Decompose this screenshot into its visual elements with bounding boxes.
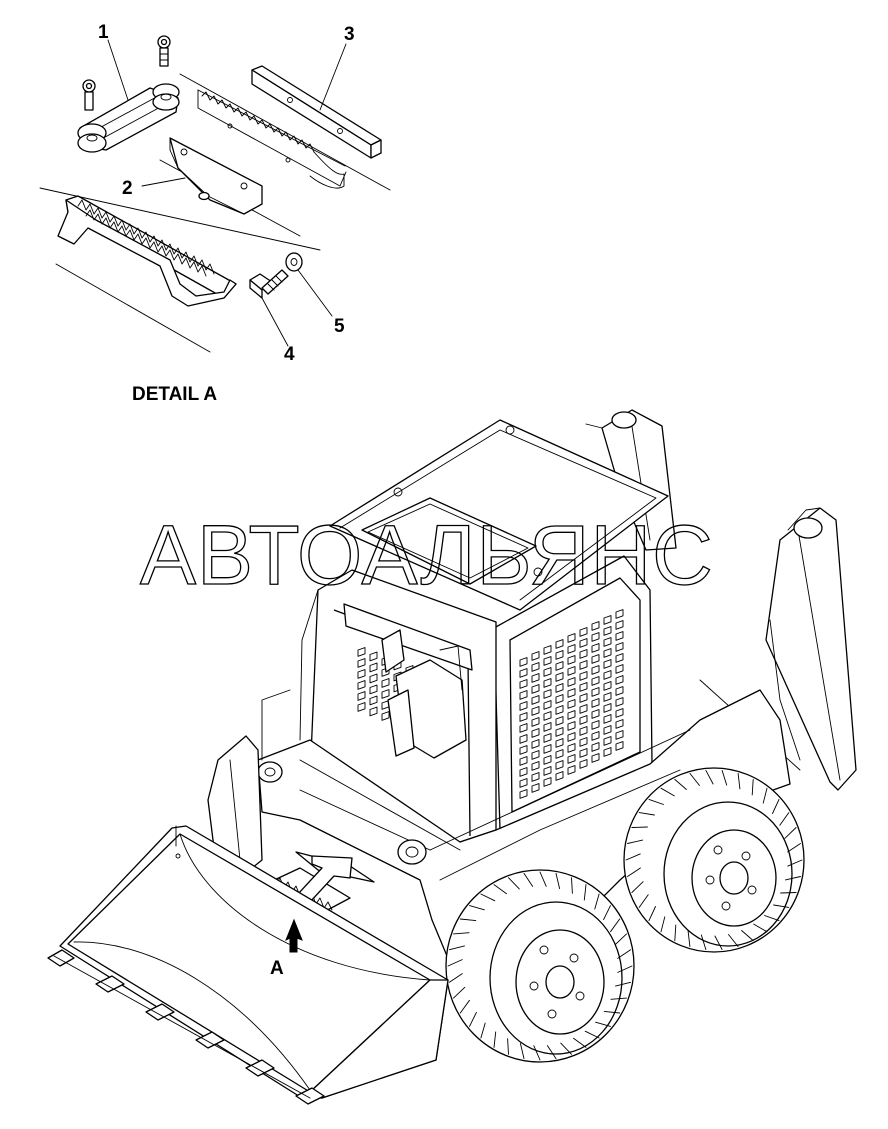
lift-arm-left (207, 735, 263, 877)
bucket (47, 825, 449, 1105)
view-arrow-a (285, 918, 303, 953)
callout-3: 3 (344, 24, 355, 45)
lower-tooth-strip (39, 187, 321, 353)
skid-steer-loader (47, 409, 857, 1105)
cab-side-grid (493, 555, 653, 831)
callout-2: 2 (122, 178, 133, 199)
part-1-linkage (77, 35, 180, 153)
view-marker-label: A (270, 958, 284, 979)
cab-roof (329, 419, 669, 611)
rear-tire (623, 767, 805, 953)
watermark-text: АВТОАЛЬЯНС (140, 508, 714, 602)
part-4-bolt (249, 269, 289, 347)
part-2-plate (141, 137, 263, 215)
loader-body (257, 589, 791, 969)
front-tire (445, 869, 635, 1063)
detail-a-title: DETAIL A (132, 384, 217, 405)
part-3-bar (251, 43, 382, 159)
callout-1: 1 (98, 22, 109, 43)
callout-4: 4 (284, 344, 295, 365)
detail-a-group: 1 3 (39, 22, 391, 365)
callout-5: 5 (334, 316, 345, 337)
part-5-washer (285, 252, 333, 317)
